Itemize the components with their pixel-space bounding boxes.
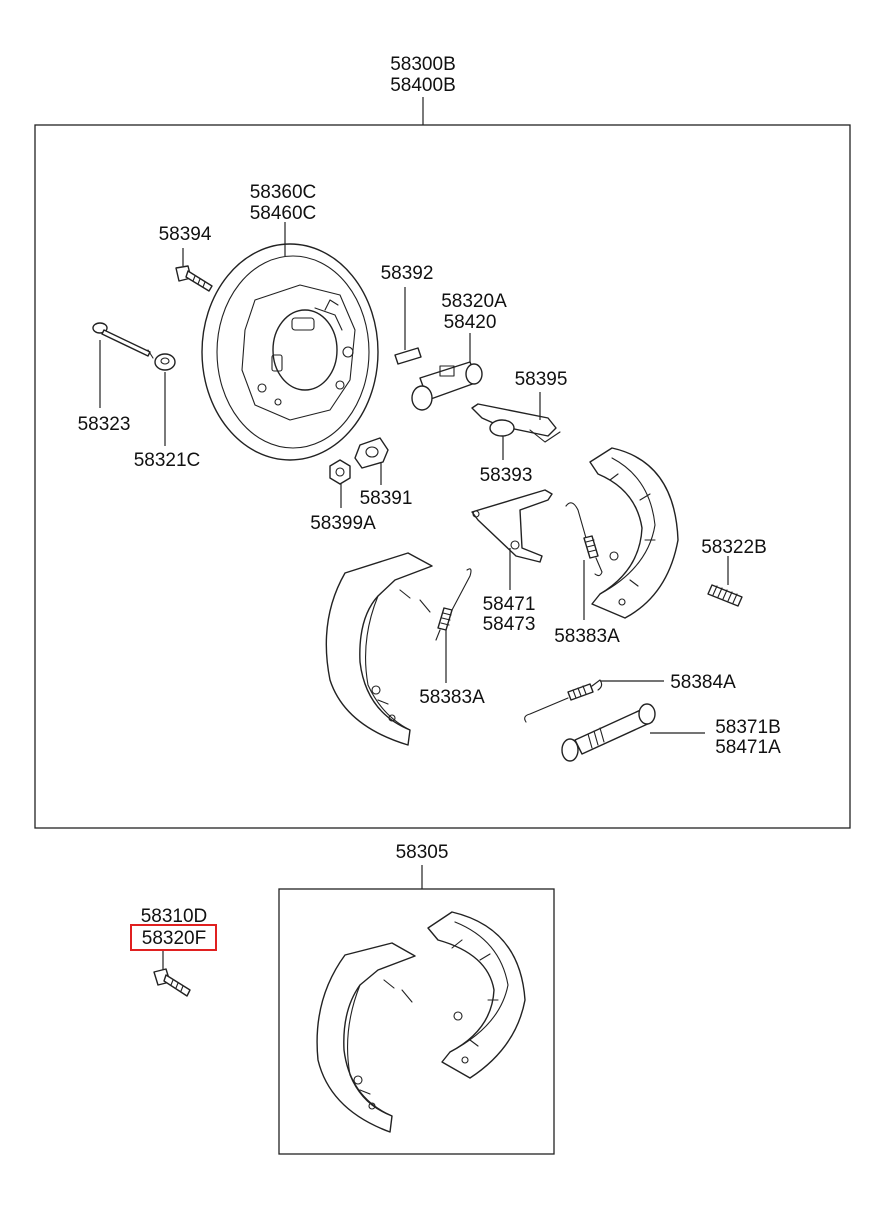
parking-lever-part[interactable] (471, 489, 553, 563)
label-58399a[interactable]: 58399A (310, 513, 376, 534)
label-58384a[interactable]: 58384A (670, 672, 736, 693)
left-shoe-part[interactable] (325, 552, 433, 746)
assembly-frame (34, 97, 851, 829)
label-58460c[interactable]: 58460C (250, 203, 317, 224)
kit-left-shoe-part[interactable] (316, 942, 416, 1133)
shoe-kit-frame (278, 865, 555, 1155)
label-58320f-selected[interactable]: 58320F (142, 928, 206, 949)
label-58383a-upper[interactable]: 58383A (554, 626, 620, 647)
bolt-58310d-part[interactable] (153, 968, 191, 997)
label-58383a-lower[interactable]: 58383A (419, 687, 485, 708)
label-58400b[interactable]: 58400B (390, 75, 456, 96)
wheel-cylinder-part[interactable] (411, 361, 483, 411)
spring-58322b-part[interactable] (707, 584, 743, 607)
label-58371b[interactable]: 58371B (715, 717, 781, 738)
kit-right-shoe-part[interactable] (427, 911, 526, 1079)
label-58305[interactable]: 58305 (396, 842, 449, 863)
lower-spring-58383a-part[interactable] (435, 568, 472, 641)
bolt-58394-part[interactable] (175, 265, 213, 292)
label-58321c[interactable]: 58321C (134, 450, 201, 471)
label-58360c[interactable]: 58360C (250, 182, 317, 203)
plug-58392-part[interactable] (394, 347, 422, 365)
label-58395[interactable]: 58395 (515, 369, 568, 390)
hold-down-pin-58323-part[interactable] (92, 322, 154, 359)
label-58420[interactable]: 58420 (444, 312, 497, 333)
cup-58321c-part[interactable] (154, 353, 176, 371)
label-58391[interactable]: 58391 (360, 488, 413, 509)
label-58323[interactable]: 58323 (78, 414, 131, 435)
selected-part-highlight (130, 924, 217, 951)
label-58393[interactable]: 58393 (480, 465, 533, 486)
upper-spring-58383a-part[interactable] (565, 502, 603, 577)
spring-58384a-part[interactable] (524, 679, 603, 723)
label-58394[interactable]: 58394 (159, 224, 212, 245)
upper-right-shoe-part[interactable] (589, 447, 679, 619)
label-58471a[interactable]: 58471A (715, 737, 781, 758)
grommet-58391-part[interactable] (354, 437, 389, 469)
label-58471[interactable]: 58471 (483, 594, 536, 615)
label-58473[interactable]: 58473 (483, 614, 536, 635)
nut-58399a-part[interactable] (329, 459, 351, 485)
label-58320a[interactable]: 58320A (441, 291, 507, 312)
adjuster-part[interactable] (561, 703, 656, 762)
label-58310d[interactable]: 58310D (141, 906, 208, 927)
backing-plate-part[interactable] (201, 243, 379, 461)
label-58300b[interactable]: 58300B (390, 54, 456, 75)
label-58392[interactable]: 58392 (381, 263, 434, 284)
label-58322b[interactable]: 58322B (701, 537, 767, 558)
strut-58393-part[interactable] (471, 403, 561, 443)
